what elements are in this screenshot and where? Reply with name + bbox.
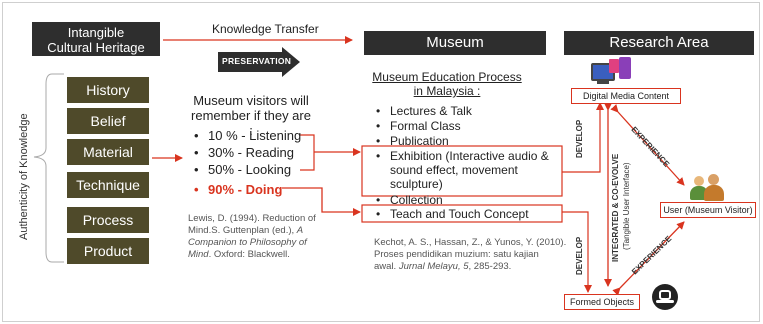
formed-objects-box: Formed Objects <box>564 294 640 310</box>
citation-kechot-1: Kechot, A. S., Hassan, Z., & Yunos, Y. (… <box>374 237 567 248</box>
digital-media-box: Digital Media Content <box>571 88 681 104</box>
museum-item-collection: Collection <box>376 193 443 207</box>
exhibition-line-2: sound effect, movement <box>390 163 518 177</box>
research-area-header: Research Area <box>564 31 754 55</box>
visitor-item-looking: 50% - Looking <box>194 162 291 177</box>
knowledge-box-product: Product <box>67 238 149 264</box>
citation-kechot-3a: awal. <box>374 261 399 272</box>
authenticity-brace <box>33 73 64 263</box>
header-line-1: Intangible <box>67 25 125 40</box>
teach-to-formed-line <box>562 211 592 293</box>
museum-title-1: Museum Education Process <box>372 70 522 84</box>
develop-top-label: DEVELOP <box>575 119 584 158</box>
user-box: User (Museum Visitor) <box>660 202 756 218</box>
knowledge-box-technique: Technique <box>67 172 149 198</box>
citation-kechot-3b: Jurnal Melayu, 5 <box>398 261 469 272</box>
visitor-item-listening: 10 % - Listening <box>194 128 301 143</box>
citation-lewis-line2: Mind.S. Guttenplan (ed.), <box>188 225 297 236</box>
knowledge-transfer-label: Knowledge Transfer <box>212 22 319 36</box>
exhibition-line-1: Exhibition (Interactive audio & <box>390 149 549 163</box>
citation-lewis-line3: Companion to Philosophy of <box>188 237 307 248</box>
knowledge-box-process: Process <box>67 207 149 233</box>
intangible-heritage-header: Intangible Cultural Heritage <box>32 22 160 56</box>
knowledge-box-material: Material <box>67 139 149 165</box>
header-line-2: Cultural Heritage <box>47 40 145 55</box>
exhibition-box <box>361 145 563 197</box>
authenticity-label: Authenticity of Knowledge <box>18 113 30 240</box>
doing-to-teach-arrow <box>282 187 361 216</box>
visitors-heading-1: Museum visitors will <box>193 93 309 108</box>
citation-lewis-line2-italic: A <box>296 225 304 236</box>
citation-kechot-2: Proses pendidikan muzium: satu kajian <box>374 249 539 260</box>
preservation-arrow-shape <box>218 47 300 77</box>
citation-lewis: Lewis, D. (1994). Reduction of Mind.S. G… <box>188 213 338 261</box>
citation-lewis-line1: Lewis, D. (1994). Reduction of <box>188 213 316 224</box>
integrated-label: INTEGRATED & CO-EVOLVE <box>611 153 620 262</box>
digital-media-icon <box>591 57 635 85</box>
preservation-label: PRESERVATION <box>222 56 292 66</box>
museum-item-lectures: Lectures & Talk <box>376 104 472 118</box>
develop-bottom-label: DEVELOP <box>575 236 584 275</box>
exhibition-line-3: sculpture) <box>390 177 443 191</box>
museum-header: Museum <box>364 31 546 55</box>
museum-item-exhibition: Exhibition (Interactive audio & sound ef… <box>376 149 549 191</box>
experience-bottom-arrow <box>612 221 685 296</box>
museum-item-formal-class: Formal Class <box>376 119 461 133</box>
museum-title-2: in Malaysia : <box>413 84 481 98</box>
citation-lewis-line4: . Oxford: Blackwell. <box>208 249 290 260</box>
knowledge-box-belief: Belief <box>67 108 149 134</box>
visitor-item-reading: 30% - Reading <box>194 145 294 160</box>
users-icon <box>690 172 726 202</box>
citation-kechot-3c: , 285-293. <box>468 261 512 272</box>
citation-kechot: Kechot, A. S., Hassan, Z., & Yunos, Y. (… <box>374 237 574 273</box>
teach-box <box>361 204 563 223</box>
hands-icon <box>652 284 678 310</box>
visitors-bracket <box>300 134 315 171</box>
museum-item-publication: Publication <box>376 134 449 148</box>
museum-item-teach: Teach and Touch Concept <box>376 207 529 221</box>
exhibition-to-digital-line <box>562 102 604 173</box>
tangible-interface-label: (Tangible User Interface) <box>622 162 631 250</box>
visitor-item-doing: 90% - Doing <box>194 182 282 197</box>
museum-education-title: Museum Education Process in Malaysia : <box>372 70 522 98</box>
knowledge-box-history: History <box>67 77 149 103</box>
experience-top-arrow <box>610 104 685 186</box>
citation-lewis-line4-italic: Mind <box>188 249 209 260</box>
